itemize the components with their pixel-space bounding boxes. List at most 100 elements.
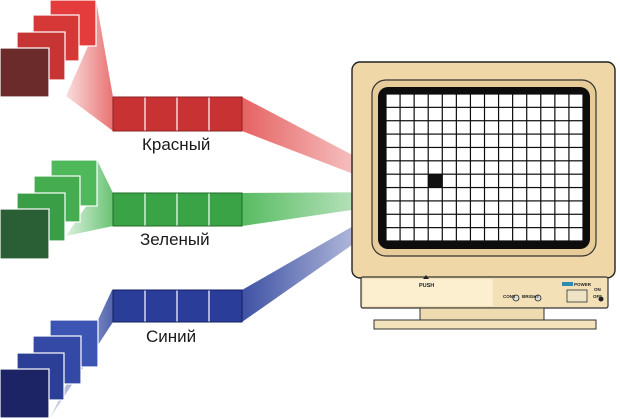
screen-pixel — [527, 188, 541, 201]
screen-pixel — [499, 201, 513, 214]
screen-pixel — [527, 161, 541, 174]
on-label: ON — [594, 287, 601, 292]
screen-pixel — [414, 107, 428, 121]
screen-pixel — [471, 228, 484, 241]
screen-pixel — [541, 174, 555, 187]
screen-pixel — [456, 214, 470, 228]
screen-pixel — [527, 107, 541, 121]
screen-pixel — [442, 174, 456, 187]
screen-pixel — [485, 174, 498, 187]
screen-pixel — [400, 161, 414, 174]
screen-pixel — [386, 134, 400, 147]
screen-pixel — [555, 188, 569, 201]
screen-pixel — [442, 161, 456, 174]
screen-pixel — [527, 228, 541, 241]
screen-pixel — [541, 121, 555, 134]
screen-pixel — [541, 161, 555, 174]
green-label: Зеленый — [140, 230, 210, 249]
screen-pixel — [414, 188, 428, 201]
screen-pixel — [400, 148, 414, 161]
screen-pixel — [471, 94, 484, 107]
screen-pixel — [386, 228, 400, 241]
screen-pixel — [485, 228, 498, 241]
screen-pixel — [400, 201, 414, 214]
screen-pixel — [386, 148, 400, 161]
screen-pixel — [456, 134, 470, 147]
screen-pixel — [569, 161, 583, 174]
screen-pixel — [555, 214, 569, 228]
bright-knob[interactable] — [534, 294, 542, 302]
screen-pixel — [471, 214, 484, 228]
screen-pixel — [414, 134, 428, 147]
screen-pixel — [513, 174, 527, 187]
screen-pixel — [513, 214, 527, 228]
screen-pixel — [442, 188, 456, 201]
screen-pixel — [386, 94, 400, 107]
screen-pixel — [414, 94, 428, 107]
screen-pixel — [569, 214, 583, 228]
screen-pixel — [513, 107, 527, 121]
screen-pixel — [513, 201, 527, 214]
screen-pixel — [456, 94, 470, 107]
screen-pixel — [513, 94, 527, 107]
screen-pixel — [555, 94, 569, 107]
screen-pixel — [442, 214, 456, 228]
screen-pixel — [541, 188, 555, 201]
screen-pixel — [471, 148, 484, 161]
screen-pixel — [555, 107, 569, 121]
screen-pixel — [555, 134, 569, 147]
green-palette-stack — [0, 159, 98, 260]
monitor-base-front — [363, 279, 493, 306]
screen-pixel — [569, 134, 583, 147]
screen-pixel — [428, 148, 442, 161]
bright-label: BRIGHT — [522, 294, 539, 299]
push-arrow-icon — [423, 275, 429, 279]
screen-pixel — [428, 201, 442, 214]
screen-pixel — [456, 121, 470, 134]
screen-pixel — [513, 188, 527, 201]
screen-pixel — [485, 161, 498, 174]
power-label: POWER — [574, 282, 592, 287]
cont-knob[interactable] — [512, 294, 520, 302]
screen-pixel — [485, 188, 498, 201]
screen-pixel — [569, 228, 583, 241]
screen-pixel — [499, 214, 513, 228]
screen-pixel — [499, 107, 513, 121]
screen-pixel — [513, 161, 527, 174]
screen-pixel — [541, 201, 555, 214]
screen-pixel — [456, 228, 470, 241]
screen-pixel — [555, 161, 569, 174]
screen-pixel — [456, 161, 470, 174]
screen-pixel — [414, 201, 428, 214]
screen-pixel — [428, 134, 442, 147]
blue-palette-stack — [0, 319, 99, 419]
blue-register — [112, 289, 243, 323]
screen-pixel — [414, 174, 428, 187]
red-label: Красный — [142, 135, 210, 154]
screen-pixel — [541, 107, 555, 121]
screen-pixel — [527, 174, 541, 187]
screen-pixel — [414, 148, 428, 161]
screen-pixel — [442, 148, 456, 161]
screen-pixel — [485, 134, 498, 147]
screen-pixel — [485, 107, 498, 121]
screen-pixel — [442, 134, 456, 147]
screen-pixel — [541, 134, 555, 147]
screen-pixel — [513, 134, 527, 147]
screen-pixel — [527, 121, 541, 134]
screen-pixel — [499, 121, 513, 134]
screen-pixel — [555, 174, 569, 187]
screen-pixel — [541, 228, 555, 241]
power-button[interactable] — [566, 289, 588, 303]
screen-pixel — [400, 107, 414, 121]
screen-pixel — [442, 121, 456, 134]
power-switch-icon[interactable] — [598, 296, 604, 302]
screen-pixel — [456, 107, 470, 121]
screen-pixel — [428, 94, 442, 107]
screen-pixel — [456, 148, 470, 161]
screen-pixel — [400, 94, 414, 107]
screen-pixel — [569, 201, 583, 214]
screen-pixel — [527, 148, 541, 161]
screen-pixel — [555, 228, 569, 241]
